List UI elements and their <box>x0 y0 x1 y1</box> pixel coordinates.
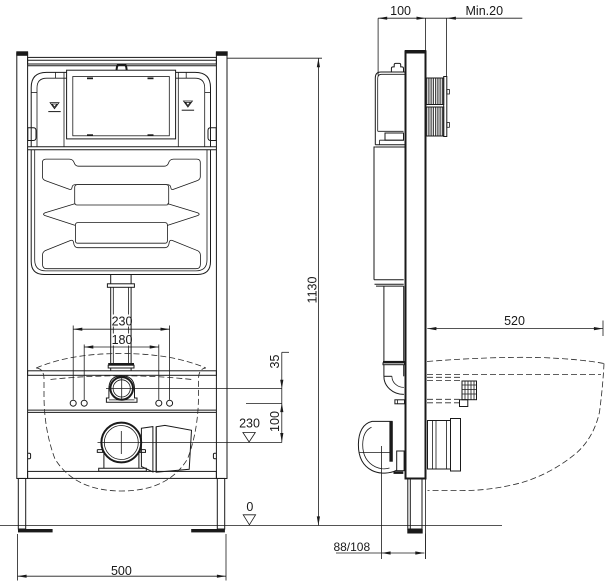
svg-text:88/108: 88/108 <box>333 540 370 554</box>
svg-text:0: 0 <box>246 500 253 514</box>
svg-text:230: 230 <box>239 417 260 431</box>
svg-text:35: 35 <box>268 355 282 369</box>
svg-text:100: 100 <box>268 411 282 432</box>
svg-text:100: 100 <box>390 4 411 18</box>
svg-text:Min.20: Min.20 <box>466 4 504 18</box>
svg-text:230: 230 <box>112 314 133 328</box>
svg-text:520: 520 <box>504 314 525 328</box>
svg-text:500: 500 <box>111 564 132 578</box>
svg-text:180: 180 <box>112 333 133 347</box>
svg-text:1130: 1130 <box>306 277 320 304</box>
